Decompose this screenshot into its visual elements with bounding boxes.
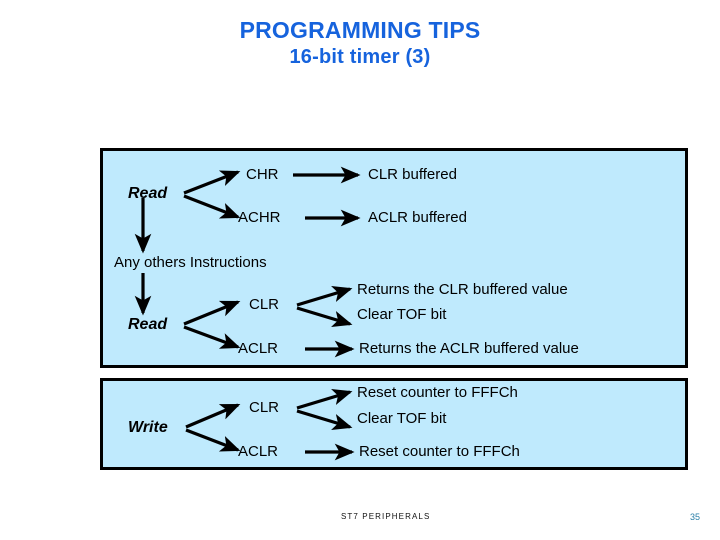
result-reset-counter-fffch-clr: Reset counter to FFFCh	[357, 384, 518, 401]
register-clr-write: CLR	[249, 399, 280, 416]
write-mode-label: Write	[128, 419, 168, 436]
read-mode-label: Read	[128, 185, 168, 202]
result-clr-buffered: CLR buffered	[368, 166, 457, 183]
result-clear-tof-bit-write: Clear TOF bit	[357, 410, 447, 427]
result-clear-tof-bit-read: Clear TOF bit	[357, 306, 447, 323]
result-aclr-buffered: ACLR buffered	[368, 209, 467, 226]
result-returns-aclr-buffered-value: Returns the ACLR buffered value	[359, 340, 579, 357]
result-returns-clr-buffered-value: Returns the CLR buffered value	[357, 281, 568, 298]
footer-label: ST7 PERIPHERALS	[341, 512, 431, 521]
read-mode-label-2: Read	[128, 316, 168, 333]
title-line-secondary: 16-bit timer (3)	[289, 46, 431, 68]
register-aclr-read: ACLR	[238, 340, 279, 357]
register-clr-read: CLR	[249, 296, 280, 313]
note-any-others-instructions: Any others Instructions	[114, 254, 267, 271]
register-aclr-write: ACLR	[238, 443, 279, 460]
footer-page-number: 35	[690, 512, 701, 522]
result-reset-counter-fffch-aclr: Reset counter to FFFCh	[359, 443, 520, 460]
register-achr: ACHR	[238, 209, 281, 226]
register-chr: CHR	[246, 166, 279, 183]
page-title: PROGRAMMING TIPS 16-bit timer (3)	[0, 16, 720, 70]
title-line-primary: PROGRAMMING TIPS	[239, 17, 481, 43]
